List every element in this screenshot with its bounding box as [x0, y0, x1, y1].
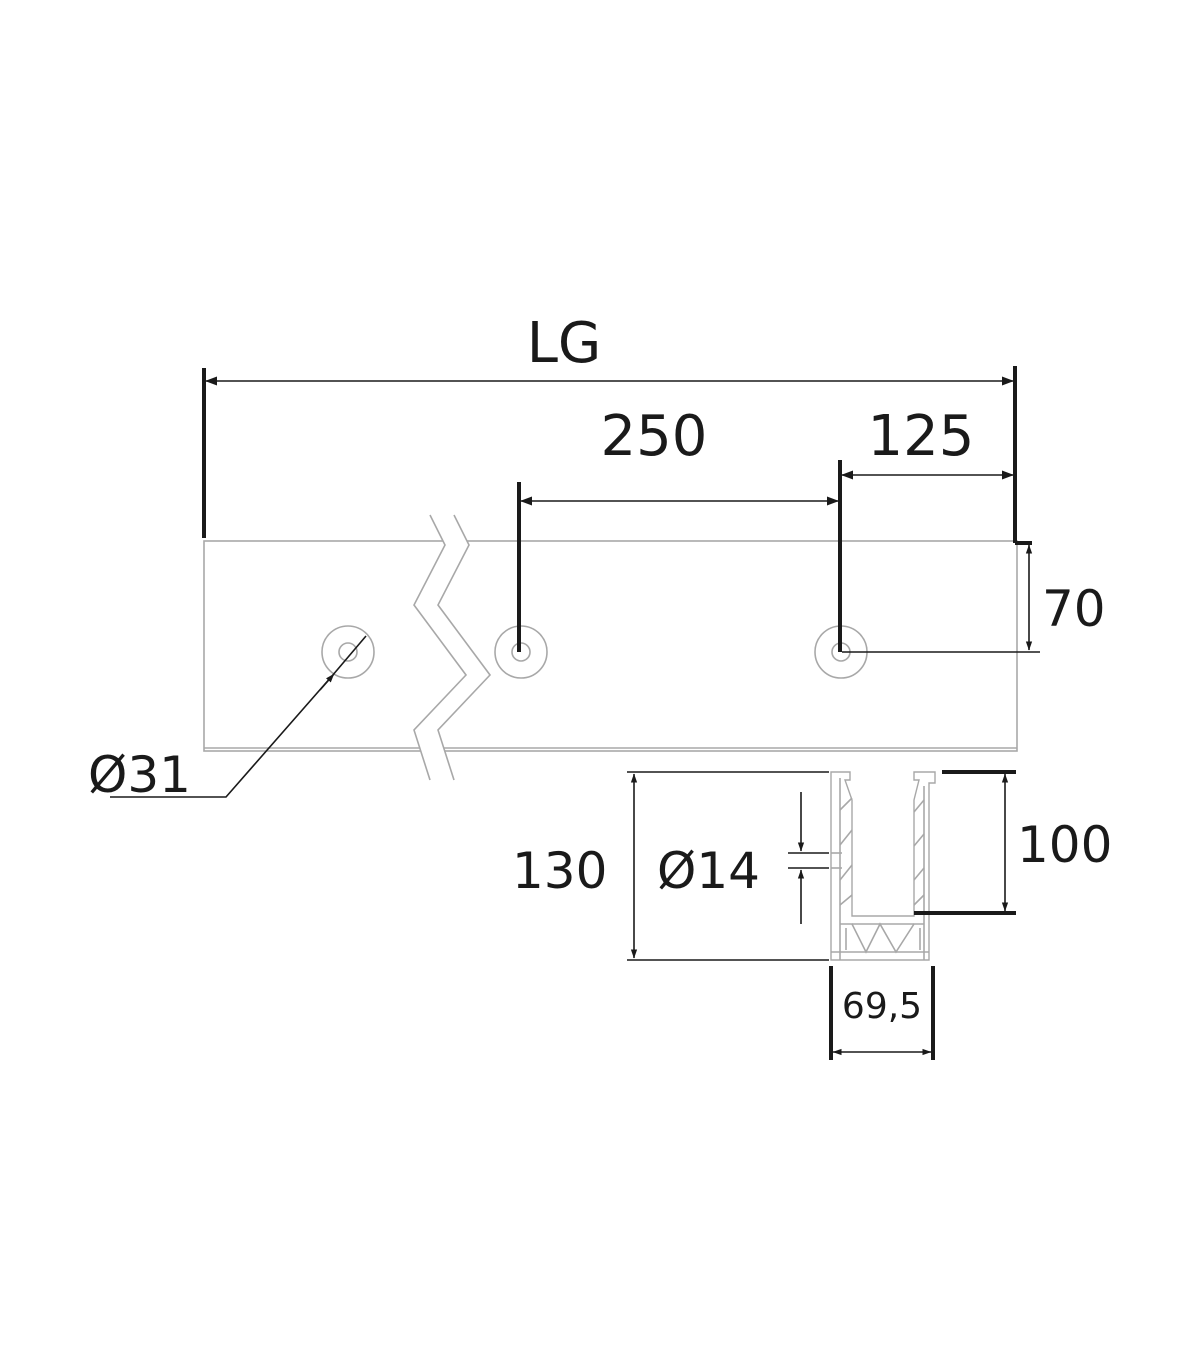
- dimension-hole-height: 70: [842, 544, 1106, 653]
- u-channel-profile: [830, 771, 936, 961]
- label-130: 130: [512, 842, 607, 900]
- break-line-band: [414, 515, 490, 780]
- dimension-end-offset: 125: [841, 404, 1014, 480]
- base-plate-top-view: [203, 514, 1018, 781]
- dimension-channel-depth: 100: [914, 770, 1112, 915]
- label-lg: LG: [527, 311, 602, 376]
- dimension-profile-height: 130: [512, 771, 829, 961]
- dimension-overall-length: LG: [202, 311, 1032, 545]
- label-70: 70: [1042, 580, 1106, 638]
- dimension-countersink-diameter: Ø31: [88, 635, 367, 804]
- label-diameter-31: Ø31: [88, 746, 191, 804]
- dimension-profile-width: 69,5: [829, 966, 935, 1060]
- dimension-hole-spacing: 250: [517, 404, 842, 652]
- label-69-5: 69,5: [842, 986, 922, 1027]
- countersink-hole-1: [321, 625, 375, 679]
- label-125: 125: [868, 404, 975, 469]
- plate-outline: [203, 540, 1018, 752]
- label-diameter-14: Ø14: [657, 842, 760, 900]
- break-line-left: [413, 514, 468, 781]
- label-250: 250: [601, 404, 708, 469]
- label-100: 100: [1017, 816, 1112, 874]
- break-line-right: [437, 514, 492, 781]
- dimension-hole-diameter: Ø14: [657, 792, 829, 924]
